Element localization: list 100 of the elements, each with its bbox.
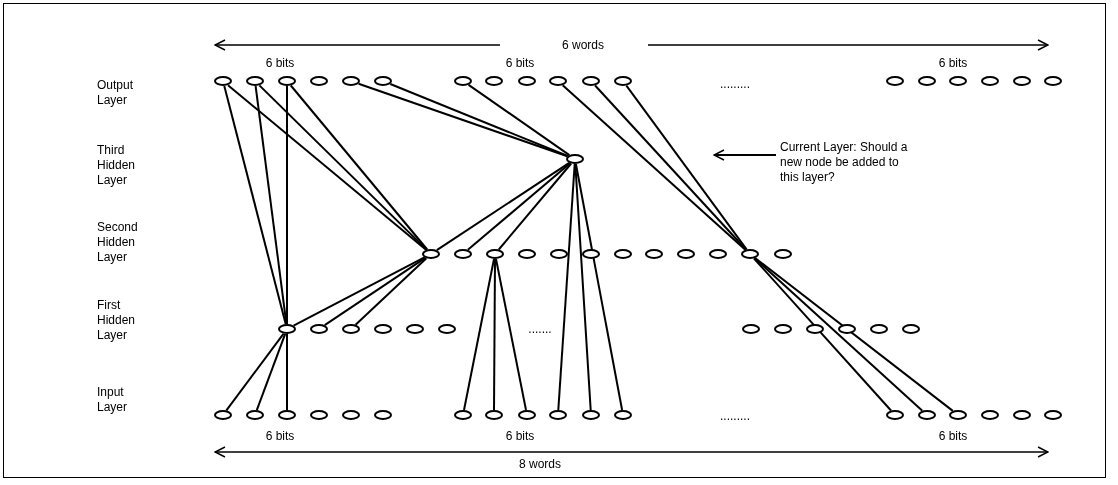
neuron-node <box>981 410 999 420</box>
connection-line <box>493 258 496 411</box>
neuron-node <box>886 76 904 86</box>
neuron-node <box>645 249 663 259</box>
connection-line <box>594 84 747 251</box>
neuron-node <box>949 410 967 420</box>
ellipsis: ....... <box>528 322 552 337</box>
bit-count-label: 6 bits <box>505 56 535 71</box>
neuron-node <box>549 410 567 420</box>
connection-line <box>753 257 924 412</box>
connection-line <box>463 258 495 411</box>
neuron-node <box>1013 76 1031 86</box>
neuron-node <box>614 410 632 420</box>
connection-line <box>323 256 427 327</box>
ellipsis: ......... <box>720 409 750 424</box>
connection-line <box>497 162 573 251</box>
neuron-node <box>454 76 472 86</box>
neuron-node <box>582 249 600 259</box>
connection-line <box>357 82 569 158</box>
neuron-node <box>582 410 600 420</box>
connection-line <box>466 162 572 251</box>
neuron-node <box>614 249 632 259</box>
neuron-node <box>454 249 472 259</box>
connection-line <box>227 84 427 251</box>
neuron-node <box>806 324 824 334</box>
neuron-node <box>709 249 727 259</box>
bit-count-label: 6 bits <box>938 429 968 444</box>
connection-line <box>754 257 954 412</box>
connection-line <box>574 163 592 411</box>
neuron-node <box>485 410 503 420</box>
bit-count-label: 6 bits <box>505 429 535 444</box>
neuron-node <box>374 76 392 86</box>
neuron-node <box>1013 410 1031 420</box>
neuron-node <box>278 410 296 420</box>
connection-line <box>467 83 571 157</box>
neuron-node <box>278 76 296 86</box>
neuron-node <box>838 324 856 334</box>
neuron-node <box>614 76 632 86</box>
neuron-node <box>310 76 328 86</box>
arrow <box>713 149 777 161</box>
neuron-node <box>886 410 904 420</box>
neuron-node <box>918 410 936 420</box>
connection-line <box>223 84 287 326</box>
connection-line <box>289 84 429 251</box>
neuron-node <box>549 76 567 86</box>
neuron-node <box>310 410 328 420</box>
connection-line <box>258 84 428 251</box>
connection-line <box>561 84 747 251</box>
connection-line <box>495 258 527 411</box>
neuron-node <box>342 76 360 86</box>
neuron-node <box>566 154 584 164</box>
neuron-node <box>550 249 568 259</box>
neuron-node <box>949 76 967 86</box>
neuron-node <box>406 324 424 334</box>
neuron-node <box>246 410 264 420</box>
layer-label: Output Layer <box>97 78 135 108</box>
neuron-node <box>246 76 264 86</box>
neuron-node <box>870 324 888 334</box>
connection-line <box>574 163 624 411</box>
neuron-node <box>1044 410 1062 420</box>
neuron-node <box>342 410 360 420</box>
neuron-node <box>454 410 472 420</box>
neuron-node <box>518 249 536 259</box>
neuron-node <box>310 324 328 334</box>
connection-line <box>286 85 288 325</box>
layer-label: First Hidden Layer <box>97 298 137 343</box>
connection-line <box>286 333 288 411</box>
annotation-text: Current Layer: Should a new node be added to this layer? <box>780 140 908 185</box>
neuron-node <box>902 324 920 334</box>
layer-label: Second Hidden Layer <box>97 220 139 265</box>
bit-count-label: 6 bits <box>938 56 968 71</box>
neuron-node <box>374 324 392 334</box>
bit-count-label: 6 bits <box>265 56 295 71</box>
layer-label: Third Hidden Layer <box>97 143 137 188</box>
connection-line <box>753 257 892 412</box>
neuron-node <box>214 76 232 86</box>
neuron-node <box>1044 76 1062 86</box>
connection-line <box>225 332 285 412</box>
connection-line <box>435 161 571 252</box>
bit-count-label: 6 bits <box>265 429 295 444</box>
layer-label: Input Layer <box>97 385 129 415</box>
neuron-node <box>374 410 392 420</box>
connection-line <box>625 84 748 251</box>
connection-line <box>389 83 569 157</box>
dimension-label: 8 words <box>519 457 561 472</box>
dimension-label: 6 words <box>562 38 604 53</box>
neuron-node <box>342 324 360 334</box>
connection-line <box>354 257 428 326</box>
neuron-node <box>518 410 536 420</box>
ellipsis: ......... <box>720 77 750 92</box>
neuron-node <box>438 324 456 334</box>
neuron-node <box>981 76 999 86</box>
connection-line <box>255 332 287 412</box>
neuron-node <box>582 76 600 86</box>
neuron-node <box>774 324 792 334</box>
neuron-node <box>741 249 759 259</box>
neuron-node <box>677 249 695 259</box>
neuron-node <box>918 76 936 86</box>
neuron-node <box>278 324 296 334</box>
neuron-node <box>486 249 504 259</box>
